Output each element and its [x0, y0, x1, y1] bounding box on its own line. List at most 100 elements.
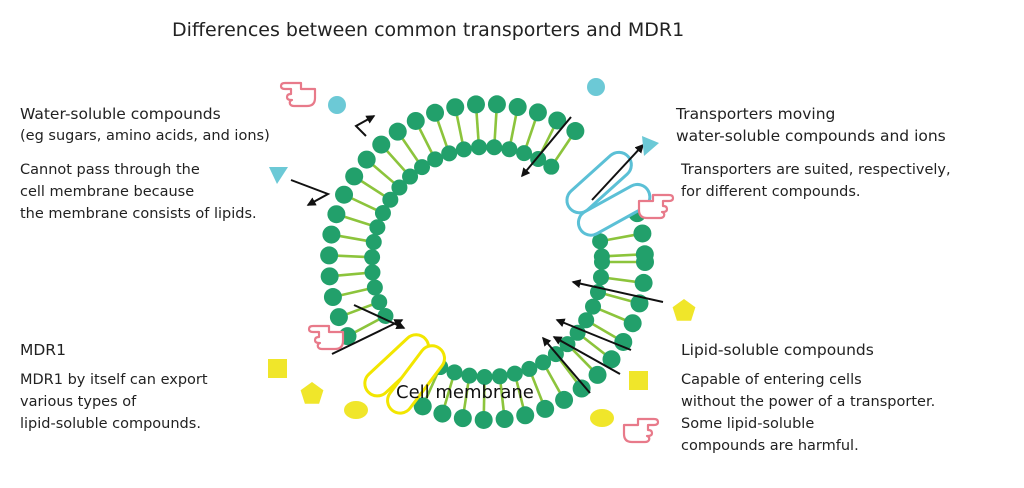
- lipid-tail: [443, 378, 454, 407]
- lipid-head: [569, 324, 586, 341]
- water-soluble-heading: Water-soluble compounds: [20, 105, 221, 123]
- diagram-title: Differences between common transporters …: [172, 19, 685, 41]
- transporters-heading-2: water-soluble compounds and ions: [676, 127, 946, 145]
- lipid-head: [555, 390, 574, 409]
- hand-pointer-icon: [279, 81, 317, 108]
- hand-pointer-outline: [637, 193, 675, 220]
- lipid-head: [633, 224, 652, 243]
- lipid-head: [536, 399, 555, 418]
- lipid-tail: [582, 336, 607, 356]
- lipid-compound-square: [629, 371, 648, 390]
- lipid-compound-pentagon: [300, 382, 324, 404]
- lipid-head: [414, 159, 431, 176]
- lipid-soluble-desc-1: Capable of entering cells: [681, 372, 862, 388]
- lipid-head: [593, 248, 610, 265]
- transporter-capsule-body: [576, 182, 652, 237]
- lipid-head: [402, 168, 419, 185]
- lipid-head: [516, 145, 533, 162]
- lipid-head: [327, 205, 346, 224]
- lipid-head: [487, 95, 506, 114]
- lipid-tail: [608, 253, 637, 258]
- lipid-entry-arrow: [555, 318, 632, 351]
- lipid-tail: [525, 119, 537, 147]
- lipid-tail: [353, 318, 380, 334]
- mdr1-export-arrow: [331, 319, 404, 355]
- membrane-label: Cell membrane: [396, 382, 534, 403]
- lipid-soluble-desc-4: compounds are harmful.: [681, 438, 859, 454]
- lipid-head: [406, 111, 425, 130]
- lipid-head: [516, 406, 535, 425]
- lipid-head: [455, 141, 472, 158]
- lipid-head: [323, 288, 342, 307]
- lipid-head: [474, 410, 493, 429]
- lipid-tail: [455, 114, 464, 143]
- lipid-head: [634, 273, 653, 292]
- lipid-head: [548, 111, 567, 130]
- lipid-head: [446, 98, 465, 117]
- transporters-desc-1: Transporters are suited, respectively,: [681, 162, 951, 178]
- lipid-tail: [337, 254, 366, 259]
- lipid-head: [630, 294, 649, 313]
- lipid-tail: [339, 234, 368, 243]
- lipid-head: [466, 95, 485, 114]
- hand-pointer-icon: [637, 193, 675, 220]
- lipid-head: [320, 246, 339, 265]
- lipid-tail: [607, 276, 636, 284]
- lipid-tail: [545, 367, 562, 394]
- lipid-tail: [604, 292, 633, 303]
- lipid-tail: [482, 383, 486, 412]
- lipid-head: [521, 360, 538, 377]
- lipid-head: [461, 367, 478, 384]
- lipid-head: [572, 379, 591, 398]
- lipid-tail: [540, 127, 555, 154]
- lipid-tail: [436, 119, 449, 148]
- lipid-tail: [345, 303, 374, 316]
- lipid-head: [578, 312, 595, 329]
- lipid-head: [371, 294, 388, 311]
- transporter-capsule: [565, 150, 633, 215]
- lipid-head: [508, 98, 527, 117]
- lipid-tail: [371, 163, 395, 184]
- lipid-tail: [606, 233, 635, 242]
- lipid-compound-ellipse: [590, 409, 614, 427]
- lipid-tail: [591, 322, 618, 340]
- lipid-tail: [385, 149, 407, 173]
- lipid-head: [476, 368, 493, 385]
- lipid-head: [535, 354, 552, 371]
- lipid-head: [506, 365, 523, 382]
- lipid-head: [486, 139, 503, 156]
- lipid-head: [470, 139, 487, 156]
- lipid-head: [377, 307, 394, 324]
- lipid-head: [364, 249, 381, 266]
- lipid-head: [345, 167, 364, 186]
- lipid-head: [491, 368, 508, 385]
- lipid-head: [364, 264, 381, 281]
- water-compound-triangle: [642, 136, 659, 156]
- transporters-heading-1: Transporters moving: [676, 105, 836, 123]
- lipid-tail: [343, 215, 372, 227]
- water-soluble-desc-1: Cannot pass through the: [20, 162, 200, 178]
- lipid-head: [585, 298, 602, 315]
- lipid-tail: [340, 287, 369, 297]
- water-soluble-desc-2: cell membrane because: [20, 184, 195, 200]
- lipid-head: [614, 332, 633, 351]
- lipid-head: [391, 179, 408, 196]
- lipid-tail: [350, 196, 378, 212]
- mdr1-capsule: [386, 344, 446, 415]
- transporter-capsule: [576, 182, 652, 237]
- lipid-tail: [571, 348, 593, 371]
- lipid-head: [374, 205, 391, 222]
- lipid-compound-pentagon: [672, 299, 696, 321]
- lipid-tail: [337, 271, 366, 277]
- lipid-compound-ellipse: [344, 401, 368, 419]
- lipid-head: [388, 122, 407, 141]
- lipid-entry-arrow: [552, 336, 621, 375]
- lipid-head: [413, 397, 432, 416]
- transporter-capsule-body: [565, 150, 633, 215]
- water-compound-triangle: [269, 167, 288, 184]
- lipid-tail: [559, 358, 578, 383]
- lipid-head: [433, 404, 452, 423]
- lipid-tail: [515, 380, 525, 408]
- lipid-head: [382, 191, 399, 208]
